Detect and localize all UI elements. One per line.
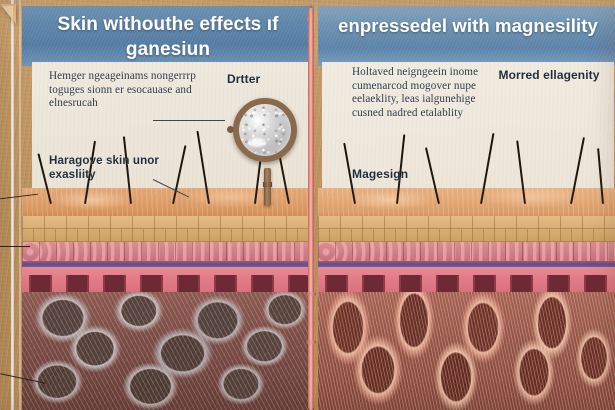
divider-band	[306, 292, 316, 296]
panel-skin-with-magnesium: enpressedel with magnesility Holtaved ne…	[318, 6, 615, 410]
collagen-network-healthy	[318, 292, 615, 410]
left-bold-label: Haragove skin unor exasliity	[49, 154, 160, 181]
lens-speckle-texture	[239, 104, 291, 156]
center-divider	[305, 0, 317, 410]
left-skin-cross-section	[22, 130, 314, 410]
dermal-papillae-layer	[318, 242, 615, 262]
border-rule-outer	[11, 0, 14, 410]
right-skin-cross-section	[318, 132, 615, 410]
epidermis-layer	[318, 216, 615, 242]
blood-vessel-layer	[22, 261, 314, 268]
epidermis-layer	[22, 216, 314, 242]
right-header-band: enpressedel with magnesility	[318, 6, 615, 66]
subdermal-wave-band	[318, 267, 615, 295]
lens-ring	[233, 98, 297, 162]
magnifying-glass-icon-left	[227, 98, 297, 206]
blood-vessel-layer	[318, 261, 615, 268]
lens-hinge	[227, 126, 234, 133]
left-panel-title: Skin withouthe effects ıf ganesiun	[57, 14, 279, 60]
right-bold-label: Magesign	[352, 167, 409, 181]
dermal-papillae-layer	[22, 242, 314, 262]
lens-handle	[263, 168, 272, 206]
vessel-lumens	[318, 275, 615, 293]
border-rule-inner	[19, 0, 21, 410]
dermis-layer	[318, 292, 615, 410]
dermis-layer	[22, 292, 314, 410]
divider-band	[306, 340, 316, 344]
vessel-lumens	[22, 275, 314, 293]
left-header-band: Skin withouthe effects ıf ganesiun	[22, 6, 314, 66]
lens-glint	[248, 138, 266, 147]
skin-surface-layer	[318, 188, 615, 218]
divider-stalk	[308, 8, 314, 410]
left-description-text: Hemger ngeageinams nongerrrp toguges sio…	[49, 70, 196, 110]
collagen-network-degraded	[22, 292, 314, 410]
border-pointer-line	[0, 246, 30, 247]
folded-corner-inner	[2, 6, 13, 20]
left-lens-label: Drtter	[227, 72, 261, 86]
epidermal-cells	[22, 216, 314, 242]
right-lens-label: Morred ellagenity	[498, 68, 600, 82]
right-description-text: Holtaved neigngeein inome cumenarcod mog…	[352, 66, 479, 119]
right-panel-title: enpressedel with magnesility	[338, 15, 598, 36]
subdermal-wave-band	[22, 267, 314, 295]
epidermal-cells	[318, 216, 615, 242]
leader-line-1	[153, 120, 225, 121]
panel-skin-without-magnesium: Skin withouthe effects ıf ganesiun Hemge…	[22, 6, 314, 410]
